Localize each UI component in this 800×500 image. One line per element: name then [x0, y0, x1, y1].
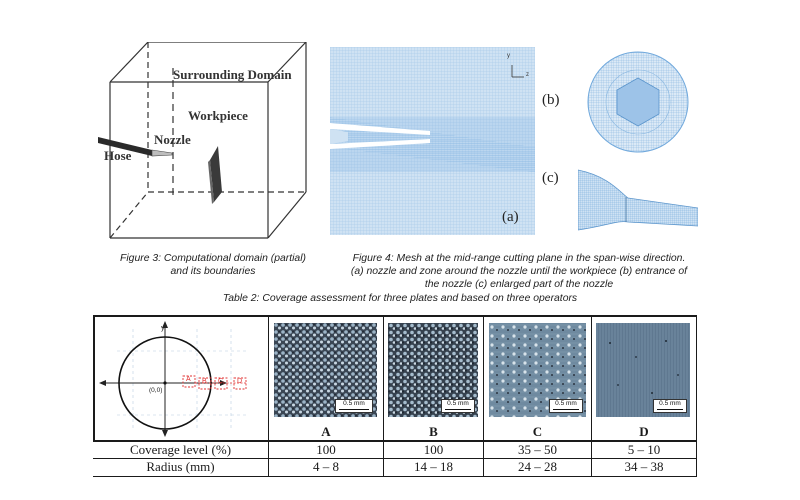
figure-3-caption-line1: Figure 3: Computational domain (partial): [120, 253, 306, 264]
axis-y-label: y: [507, 53, 510, 59]
row-label-coverage: Coverage level (%): [129, 442, 232, 457]
row-label-radius: Radius (mm): [146, 459, 215, 474]
workpiece-label: Workpiece: [188, 108, 248, 123]
coverage-b: 100: [423, 442, 444, 457]
mesh-drawing: [330, 47, 535, 235]
panel-c-label: (c): [542, 170, 559, 186]
measurement-zone-diagram: [99, 321, 247, 437]
coverage-a: 100: [316, 442, 336, 457]
figure-3-caption: Figure 3: Computational domain (partial)…: [98, 252, 328, 278]
panel-b-label: (b): [542, 92, 560, 108]
scale-bar-d: 0.5 mm: [653, 399, 687, 413]
scale-bar-a: 0.5 mm: [335, 399, 373, 413]
figure-4-caption: Figure 4: Mesh at the mid-range cutting …: [330, 252, 708, 291]
radius-a: 4 – 8: [313, 459, 339, 474]
diagram-zone-b: B: [202, 378, 207, 385]
radius-c: 24 – 28: [518, 459, 557, 474]
hose-label: Hose: [104, 148, 132, 163]
diagram-axis-label: y: [161, 325, 165, 332]
column-header-c: C: [532, 424, 543, 439]
scale-bar-b: 0.5 mm: [441, 399, 475, 413]
radius-b: 14 – 18: [414, 459, 453, 474]
diagram-origin-label: (0,0): [149, 387, 163, 394]
panel-c-nozzle-mesh: [578, 169, 698, 231]
coverage-d: 5 – 10: [627, 442, 661, 457]
figure-4-caption-line3: the nozzle (c) enlarged part of the nozz…: [424, 279, 614, 290]
column-header-d: D: [639, 424, 649, 439]
figure-4-caption-line2: (a) nozzle and zone around the nozzle un…: [350, 266, 688, 277]
scale-bar-c: 0.5 mm: [549, 399, 583, 413]
diagram-zone-d: D: [237, 378, 243, 385]
table-2-caption: Table 2: Coverage assessment for three p…: [222, 293, 578, 304]
figure-4-caption-line1: Figure 4: Mesh at the mid-range cutting …: [352, 253, 686, 264]
axis-z-label: z: [526, 72, 529, 78]
column-header-b: B: [429, 424, 438, 439]
figure-3-caption-line2: and its boundaries: [170, 266, 256, 277]
panel-b-circular-mesh: [587, 51, 689, 153]
coverage-table: y (0,0) A B C D: [93, 315, 697, 477]
diagram-zone-c: C: [218, 378, 224, 385]
nozzle-label: Nozzle: [154, 132, 191, 147]
column-header-a: A: [321, 424, 331, 439]
coverage-c: 35 – 50: [518, 442, 557, 457]
radius-d: 34 – 38: [624, 459, 664, 474]
panel-a-label: (a): [502, 209, 519, 225]
figure-4a-mesh-panel: y z (a): [330, 47, 535, 235]
diagram-zone-a: A: [186, 376, 191, 383]
domain-box-drawing: [98, 42, 307, 239]
figure-3-computational-domain: Surrounding Domain Workpiece Nozzle Hose: [98, 42, 324, 248]
surrounding-domain-label: Surrounding Domain: [173, 67, 292, 82]
